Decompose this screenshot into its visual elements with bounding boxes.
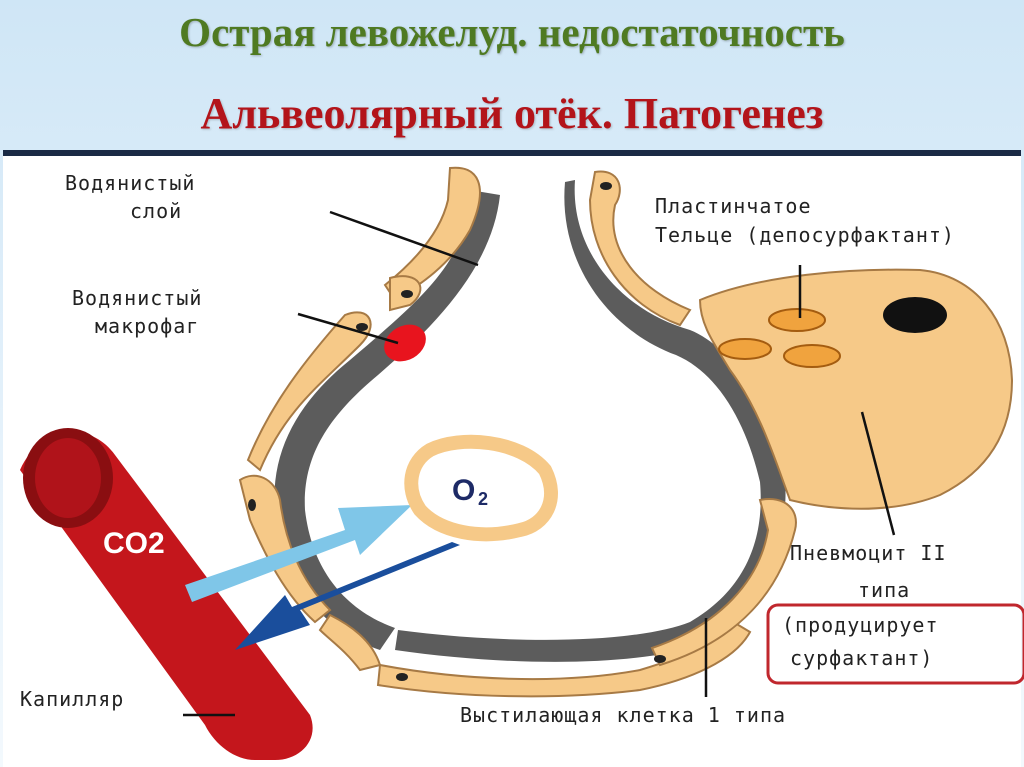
o2-subscript: 2	[478, 489, 488, 509]
surfactant-highlight-box	[766, 603, 1024, 685]
lamellar-body	[718, 338, 772, 360]
capillary	[20, 428, 313, 760]
type1-cell	[383, 166, 481, 302]
label-lining-cell: Выстилающая клетка 1 типа	[460, 703, 787, 727]
cell-nucleus	[248, 499, 256, 511]
cell-nucleus	[600, 182, 612, 190]
type1-cells-left	[238, 166, 481, 672]
slide-title: Острая левожелуд. недостаточность	[179, 9, 845, 55]
label-lamellar: Пластинчатое	[655, 194, 812, 218]
cell-nucleus	[356, 323, 368, 331]
type1-cell	[650, 498, 797, 667]
o2-arrow	[185, 505, 412, 602]
o2-bubble	[404, 434, 558, 542]
label-water-layer-2: слой	[130, 199, 183, 223]
o2-label: O	[452, 474, 475, 507]
pneumocyte-nucleus	[883, 297, 947, 333]
leader-lines	[183, 210, 896, 717]
label-macrophage: Водянистый	[72, 286, 203, 310]
leader-macrophage	[297, 312, 399, 345]
leader-water-layer	[329, 210, 479, 267]
label-water-layer: Водянистый	[65, 171, 196, 195]
right-alveolar-wall	[395, 180, 786, 662]
type1-cell	[588, 170, 692, 327]
label-pneumocyte: Пневмоцит II	[790, 541, 947, 565]
label-macrophage-2: макрофаг	[95, 314, 200, 338]
lamellar-body	[783, 344, 841, 368]
slide-subtitle: Альвеолярный отёк. Патогенез	[200, 89, 824, 138]
type1-cell	[318, 613, 382, 672]
type1-cell	[246, 311, 372, 472]
type1-cells-right	[376, 170, 797, 698]
water-macrophage	[384, 324, 426, 362]
lining-cell-nuclei	[248, 182, 666, 681]
cell-nucleus	[401, 290, 413, 298]
type2-pneumocyte	[698, 268, 1014, 510]
label-capillary: Капилляр	[20, 687, 125, 711]
label-pneumocyte-2: типа	[858, 578, 911, 602]
co2-arrow	[235, 542, 460, 650]
type1-cell	[376, 618, 752, 698]
label-produces: (продуцирует	[782, 613, 939, 637]
lamellar-body	[768, 308, 826, 332]
co2-label: CO2	[103, 527, 165, 560]
cell-nucleus	[654, 655, 666, 663]
cell-nucleus	[396, 673, 408, 681]
leader-pneumocyte	[860, 411, 896, 536]
label-lamellar-2: Тельце (депосурфактант)	[655, 223, 955, 247]
left-alveolar-wall	[274, 190, 500, 650]
label-produces-2: сурфактант)	[790, 646, 934, 670]
